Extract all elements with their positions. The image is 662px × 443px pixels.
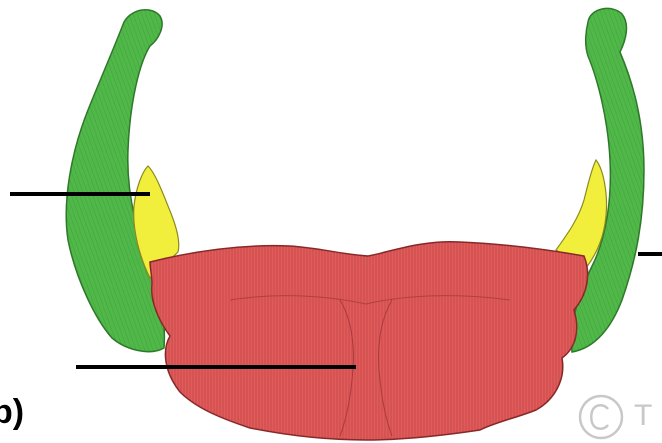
watermark-text: T xyxy=(634,399,652,433)
hyoid-body xyxy=(150,242,588,440)
copyright-icon xyxy=(577,393,625,441)
figure-part-label: b) xyxy=(0,392,24,432)
right-greater-horn xyxy=(571,8,644,352)
